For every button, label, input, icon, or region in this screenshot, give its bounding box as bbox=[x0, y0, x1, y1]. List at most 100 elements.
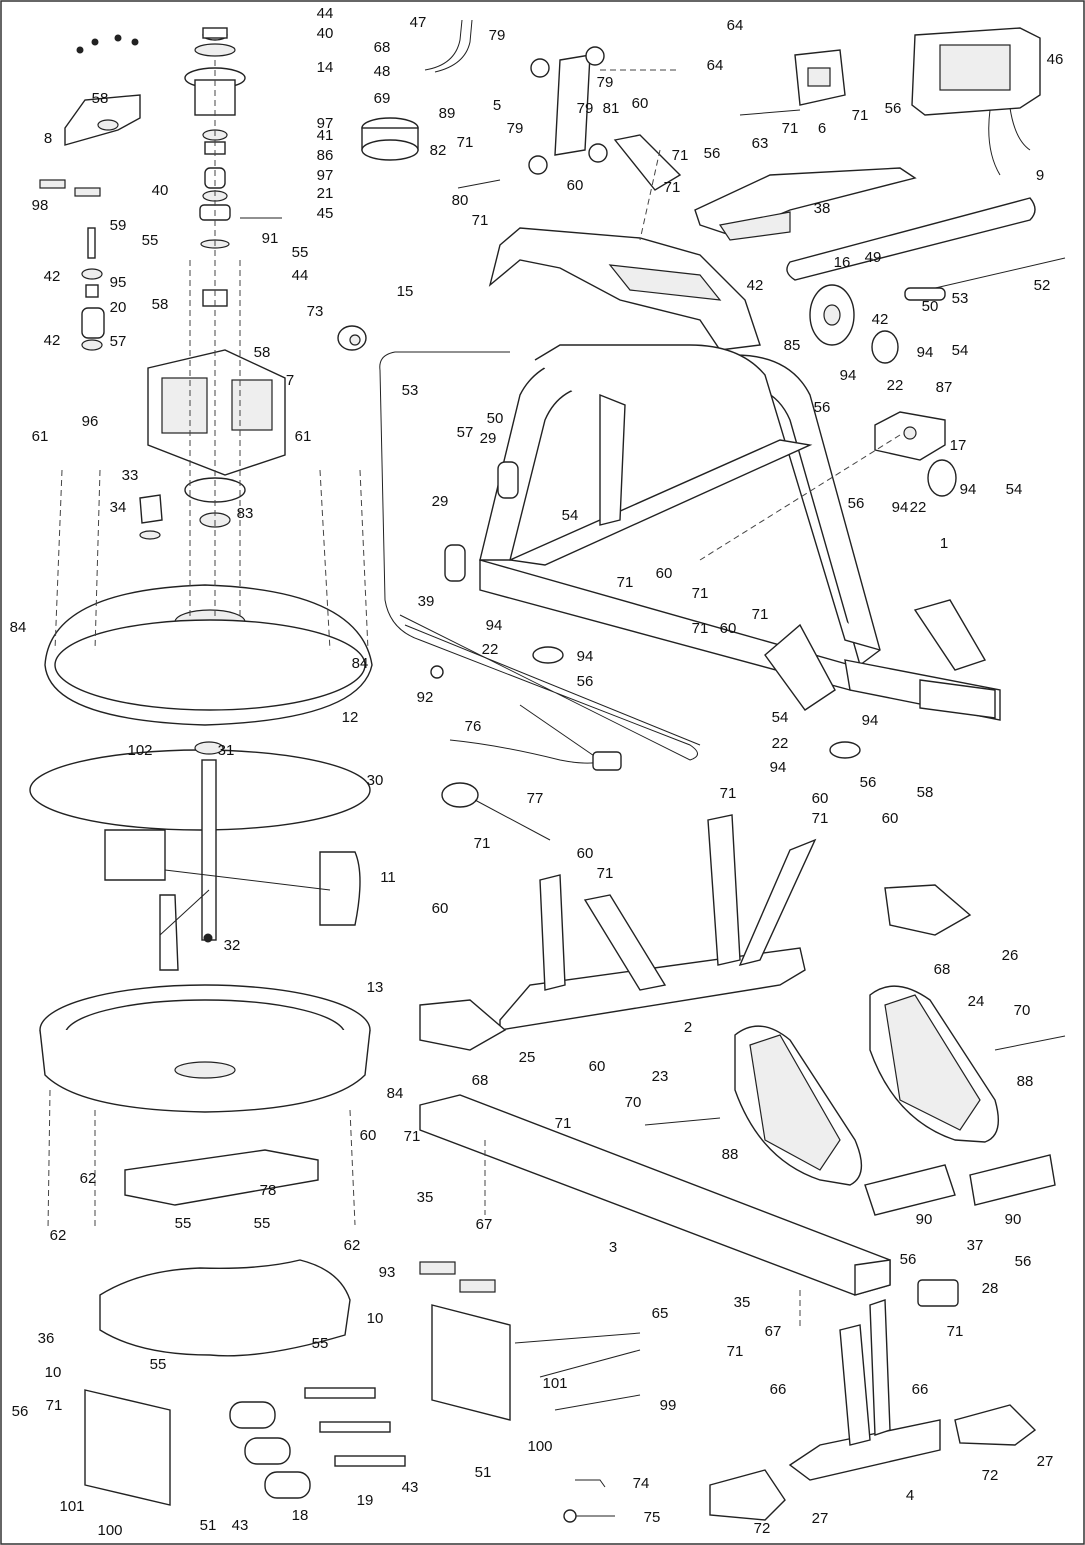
part-label-31: 31 bbox=[218, 742, 235, 759]
part-label-94: 94 bbox=[577, 648, 594, 665]
strap-76 bbox=[449, 704, 622, 771]
part-label-54: 54 bbox=[952, 342, 969, 359]
part-label-54: 54 bbox=[772, 709, 789, 726]
part-label-38: 38 bbox=[814, 200, 831, 217]
part-label-58: 58 bbox=[152, 296, 169, 313]
part-label-56: 56 bbox=[814, 399, 831, 416]
part-label-30: 30 bbox=[367, 772, 384, 789]
part-label-62: 62 bbox=[80, 1170, 97, 1187]
part-label-94: 94 bbox=[486, 617, 503, 634]
display-46 bbox=[911, 27, 1041, 176]
part-label-71: 71 bbox=[692, 585, 709, 602]
part-label-79: 79 bbox=[489, 27, 506, 44]
part-label-44: 44 bbox=[292, 267, 309, 284]
part-label-99: 99 bbox=[660, 1397, 677, 1414]
stabilizer-4 bbox=[788, 1299, 941, 1481]
grips-29 bbox=[444, 461, 519, 582]
part-label-6: 6 bbox=[818, 120, 826, 137]
part-label-79: 79 bbox=[597, 74, 614, 91]
bushing-stack-20 bbox=[81, 227, 105, 351]
part-label-48: 48 bbox=[374, 63, 391, 80]
part-label-71: 71 bbox=[782, 120, 799, 137]
part-label-40: 40 bbox=[152, 182, 169, 199]
part-label-55: 55 bbox=[292, 244, 309, 261]
part-label-49: 49 bbox=[865, 249, 882, 266]
seat-36 bbox=[99, 1259, 351, 1357]
pulleys-22-upper bbox=[871, 330, 957, 497]
part-label-71: 71 bbox=[46, 1397, 63, 1414]
part-label-72: 72 bbox=[982, 1467, 999, 1484]
part-label-58: 58 bbox=[92, 90, 109, 107]
plug-33 bbox=[139, 494, 163, 540]
part-label-56: 56 bbox=[900, 1251, 917, 1268]
part-label-19: 19 bbox=[357, 1492, 374, 1509]
part-label-83: 83 bbox=[237, 505, 254, 522]
part-label-79: 79 bbox=[577, 100, 594, 117]
part-label-7: 7 bbox=[286, 372, 294, 389]
part-label-20: 20 bbox=[110, 299, 127, 316]
part-label-51: 51 bbox=[200, 1517, 217, 1534]
part-label-67: 67 bbox=[476, 1216, 493, 1233]
cover-28 bbox=[917, 1279, 959, 1307]
part-label-47: 47 bbox=[410, 14, 427, 31]
part-label-71: 71 bbox=[474, 835, 491, 852]
part-label-42: 42 bbox=[747, 277, 764, 294]
part-label-94: 94 bbox=[960, 481, 977, 498]
part-label-73: 73 bbox=[307, 303, 324, 320]
part-label-64: 64 bbox=[707, 57, 724, 74]
part-label-52: 52 bbox=[1034, 277, 1051, 294]
part-label-42: 42 bbox=[44, 332, 61, 349]
part-label-28: 28 bbox=[982, 1280, 999, 1297]
part-label-75: 75 bbox=[644, 1509, 661, 1526]
part-label-94: 94 bbox=[840, 367, 857, 384]
part-label-68: 68 bbox=[934, 961, 951, 978]
part-label-71: 71 bbox=[692, 620, 709, 637]
part-label-56: 56 bbox=[848, 495, 865, 512]
part-label-90: 90 bbox=[916, 1211, 933, 1228]
part-label-74: 74 bbox=[633, 1475, 650, 1492]
part-label-71: 71 bbox=[555, 1115, 572, 1132]
part-label-78: 78 bbox=[260, 1182, 277, 1199]
part-label-54: 54 bbox=[1006, 481, 1023, 498]
part-label-21: 21 bbox=[317, 185, 334, 202]
part-label-2: 2 bbox=[684, 1019, 692, 1036]
part-label-57: 57 bbox=[457, 424, 474, 441]
part-label-60: 60 bbox=[577, 845, 594, 862]
part-label-71: 71 bbox=[617, 574, 634, 591]
part-label-97: 97 bbox=[317, 115, 334, 132]
part-label-66: 66 bbox=[770, 1381, 787, 1398]
straps-37 bbox=[864, 1154, 1056, 1216]
part-label-102: 102 bbox=[127, 742, 152, 759]
part-label-100: 100 bbox=[527, 1438, 552, 1455]
part-label-69: 69 bbox=[374, 90, 391, 107]
part-label-56: 56 bbox=[860, 774, 877, 791]
part-label-84: 84 bbox=[352, 655, 369, 672]
spindle-stack bbox=[184, 27, 282, 307]
part-label-22: 22 bbox=[910, 499, 927, 516]
part-label-56: 56 bbox=[12, 1403, 29, 1420]
part-label-17: 17 bbox=[950, 437, 967, 454]
part-label-10: 10 bbox=[45, 1364, 62, 1381]
part-label-71: 71 bbox=[404, 1128, 421, 1145]
part-label-60: 60 bbox=[720, 620, 737, 637]
pads-98 bbox=[39, 179, 101, 197]
part-label-32: 32 bbox=[224, 937, 241, 954]
tank-lid-12 bbox=[44, 584, 373, 726]
part-label-71: 71 bbox=[727, 1343, 744, 1360]
part-label-34: 34 bbox=[110, 499, 127, 516]
tank-13 bbox=[39, 984, 371, 1113]
part-label-81: 81 bbox=[603, 100, 620, 117]
part-label-16: 16 bbox=[834, 254, 851, 271]
part-label-12: 12 bbox=[342, 709, 359, 726]
part-label-92: 92 bbox=[417, 689, 434, 706]
seat-plate-10-left bbox=[84, 1389, 171, 1506]
part-label-76: 76 bbox=[465, 718, 482, 735]
part-label-96: 96 bbox=[82, 413, 99, 430]
part-label-1: 1 bbox=[940, 535, 948, 552]
pedal-23 bbox=[734, 1025, 863, 1186]
main-frame-1 bbox=[479, 344, 1001, 721]
bolts-70 bbox=[644, 1035, 1066, 1126]
part-label-27: 27 bbox=[812, 1510, 829, 1527]
